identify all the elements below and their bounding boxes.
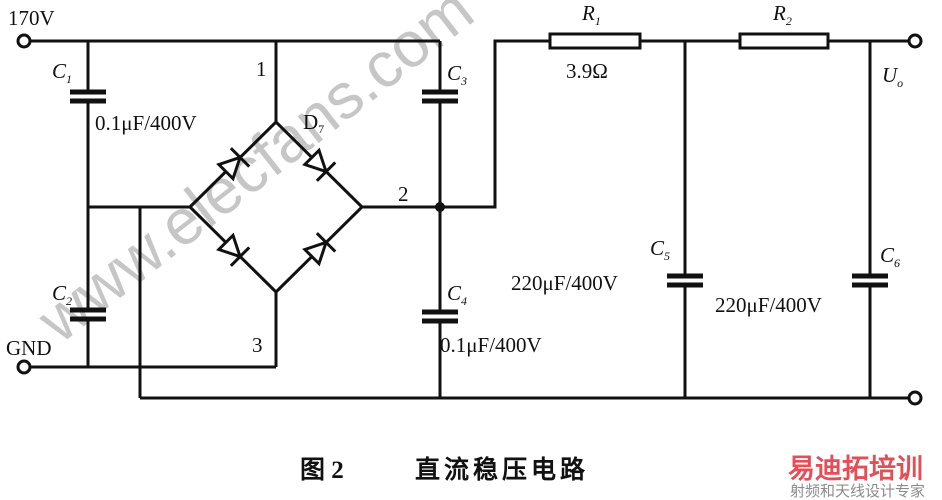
c1-label: C1 [52,59,72,86]
node-1-label: 1 [256,57,267,81]
wires [31,39,908,400]
r2-label: R2 [772,1,792,28]
ground-label: GND [6,336,52,360]
r1-value: 3.9Ω [566,59,608,83]
c6-value: 220μF/400V [715,293,822,317]
c4-label: C4 [447,281,467,308]
c5-label: C5 [650,236,670,263]
figure-number: 图 2 [300,457,344,484]
junction-dot [435,202,445,212]
diode-bottom-right [302,232,337,267]
logo: 易迪拓培训 射频和天线设计专家 [788,454,925,500]
watermark: www.elecfans.com [24,0,487,357]
capacitor-c3 [422,89,458,104]
input-terminal [16,33,32,49]
ground-terminal [16,359,32,375]
c4-value: 0.1μF/400V [440,333,542,357]
node-2-label: 2 [398,182,409,206]
logo-main: 易迪拓培训 [788,454,923,485]
capacitor-c1 [70,89,106,104]
diode-top-right [302,147,337,182]
output-terminal [907,33,923,49]
node-3-label: 3 [252,333,263,357]
capacitor-c6 [852,273,888,288]
c3-label: C3 [447,61,467,88]
c2-label: C2 [52,281,72,308]
resistor-r1 [548,32,642,50]
input-label: 170V [8,6,55,30]
diode-label: D7 [303,110,324,136]
c6-label: C6 [880,243,900,270]
c5-value: 220μF/400V [511,271,618,295]
diode-bottom-left [216,232,251,267]
c1-value: 0.1μF/400V [95,111,197,135]
logo-sub: 射频和天线设计专家 [790,483,925,500]
capacitor-c5 [667,273,703,288]
resistor-r2 [738,32,830,50]
diode-top-left [216,147,251,182]
r1-label: R1 [581,1,601,28]
output-ground-terminal [907,390,923,406]
capacitor-c4 [422,309,458,324]
capacitor-c2 [70,307,106,322]
figure-caption: 直流稳压电路 [415,455,589,484]
output-label: Uo [882,63,903,90]
